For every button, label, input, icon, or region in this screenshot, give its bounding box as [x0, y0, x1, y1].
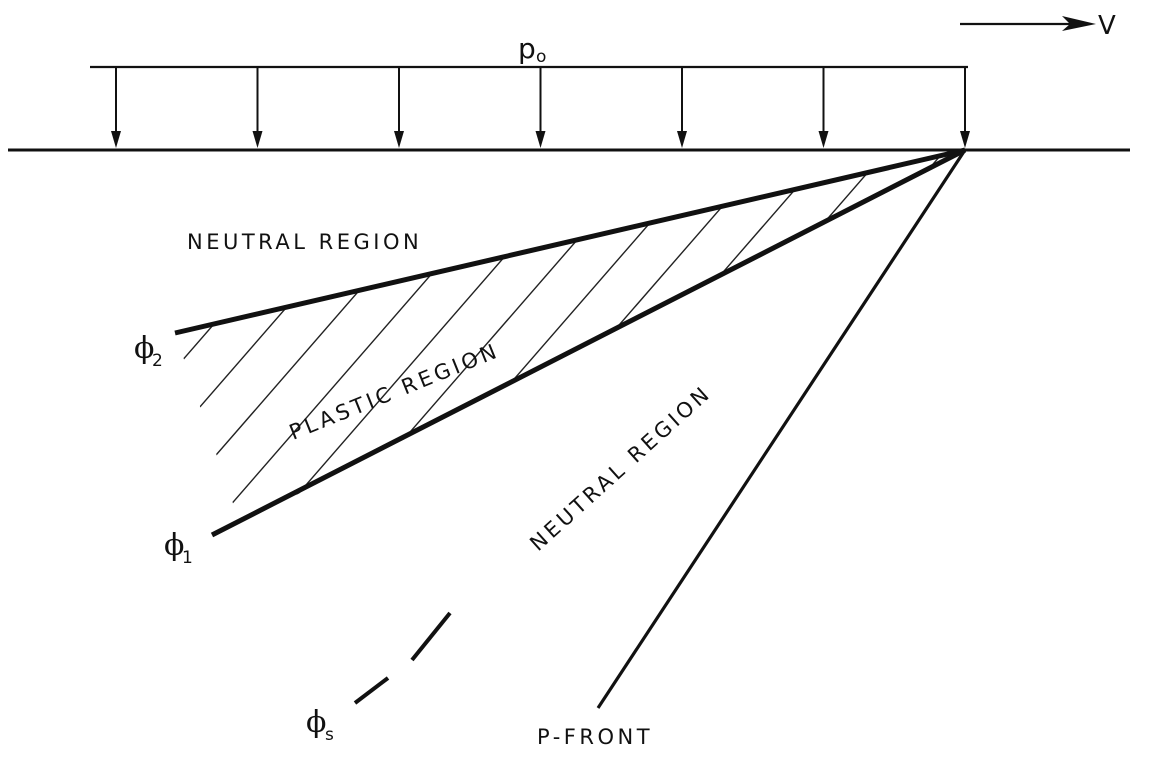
load-arrow-head	[394, 131, 404, 148]
hatch-line	[175, 150, 669, 524]
load-arrow-head	[818, 131, 829, 148]
load-arrow-head	[252, 131, 263, 148]
plastic-region-label: PLASTIC REGION	[286, 338, 503, 444]
hatch-line	[205, 150, 727, 524]
hatch-line	[959, 150, 965, 524]
hatch-line	[263, 150, 785, 524]
velocity-arrow-head	[1062, 16, 1096, 31]
pressure-label: p o	[518, 32, 546, 67]
phi1-symbol: ϕ	[164, 528, 184, 563]
pressure-subscript: o	[536, 47, 546, 67]
hatch-line	[175, 150, 321, 524]
hatch-line	[901, 150, 965, 524]
hatch-line	[379, 150, 901, 524]
phi2-boundary	[174, 147, 966, 336]
velocity-indicator: V	[960, 11, 1116, 41]
phi2-symbol: ϕ	[134, 331, 154, 366]
hatch-line	[611, 150, 965, 524]
p-front-line	[596, 149, 967, 709]
p-front-label: P-FRONT	[537, 725, 653, 749]
phi2-label: ϕ 2	[134, 331, 163, 371]
velocity-label: V	[1098, 11, 1116, 41]
phis-subscript: s	[325, 725, 334, 745]
neutral-region-upper-label: NEUTRAL REGION	[187, 230, 422, 254]
hatch-line	[669, 150, 965, 524]
hatch-line	[175, 150, 437, 524]
load-arrow-head	[111, 131, 121, 148]
load-arrow-head	[677, 131, 687, 148]
hatch-line	[175, 150, 495, 524]
neutral-region-lower-label: NEUTRAL REGION	[525, 380, 716, 555]
phi1-label: ϕ 1	[164, 528, 193, 568]
hatch-line	[175, 150, 611, 524]
load-arrow-head	[535, 131, 546, 148]
phis-symbol: ϕ	[306, 705, 326, 740]
load-arrow-head	[960, 131, 970, 148]
phis-dash-2	[410, 611, 452, 662]
phi2-subscript: 2	[152, 351, 163, 371]
hatch-line	[437, 150, 959, 524]
phi1-subscript: 1	[182, 548, 193, 568]
phi1-boundary	[210, 147, 967, 538]
phis-dash-1	[353, 676, 390, 705]
hatch-line	[843, 150, 965, 524]
phis-boundary	[353, 611, 452, 705]
hatch-line	[175, 150, 553, 524]
hatch-line	[553, 150, 965, 524]
pressure-symbol: p	[518, 32, 536, 65]
hatch-line	[785, 150, 965, 524]
load-arrows	[111, 67, 970, 148]
phis-label: ϕ s	[306, 705, 334, 745]
hatch-line	[727, 150, 965, 524]
